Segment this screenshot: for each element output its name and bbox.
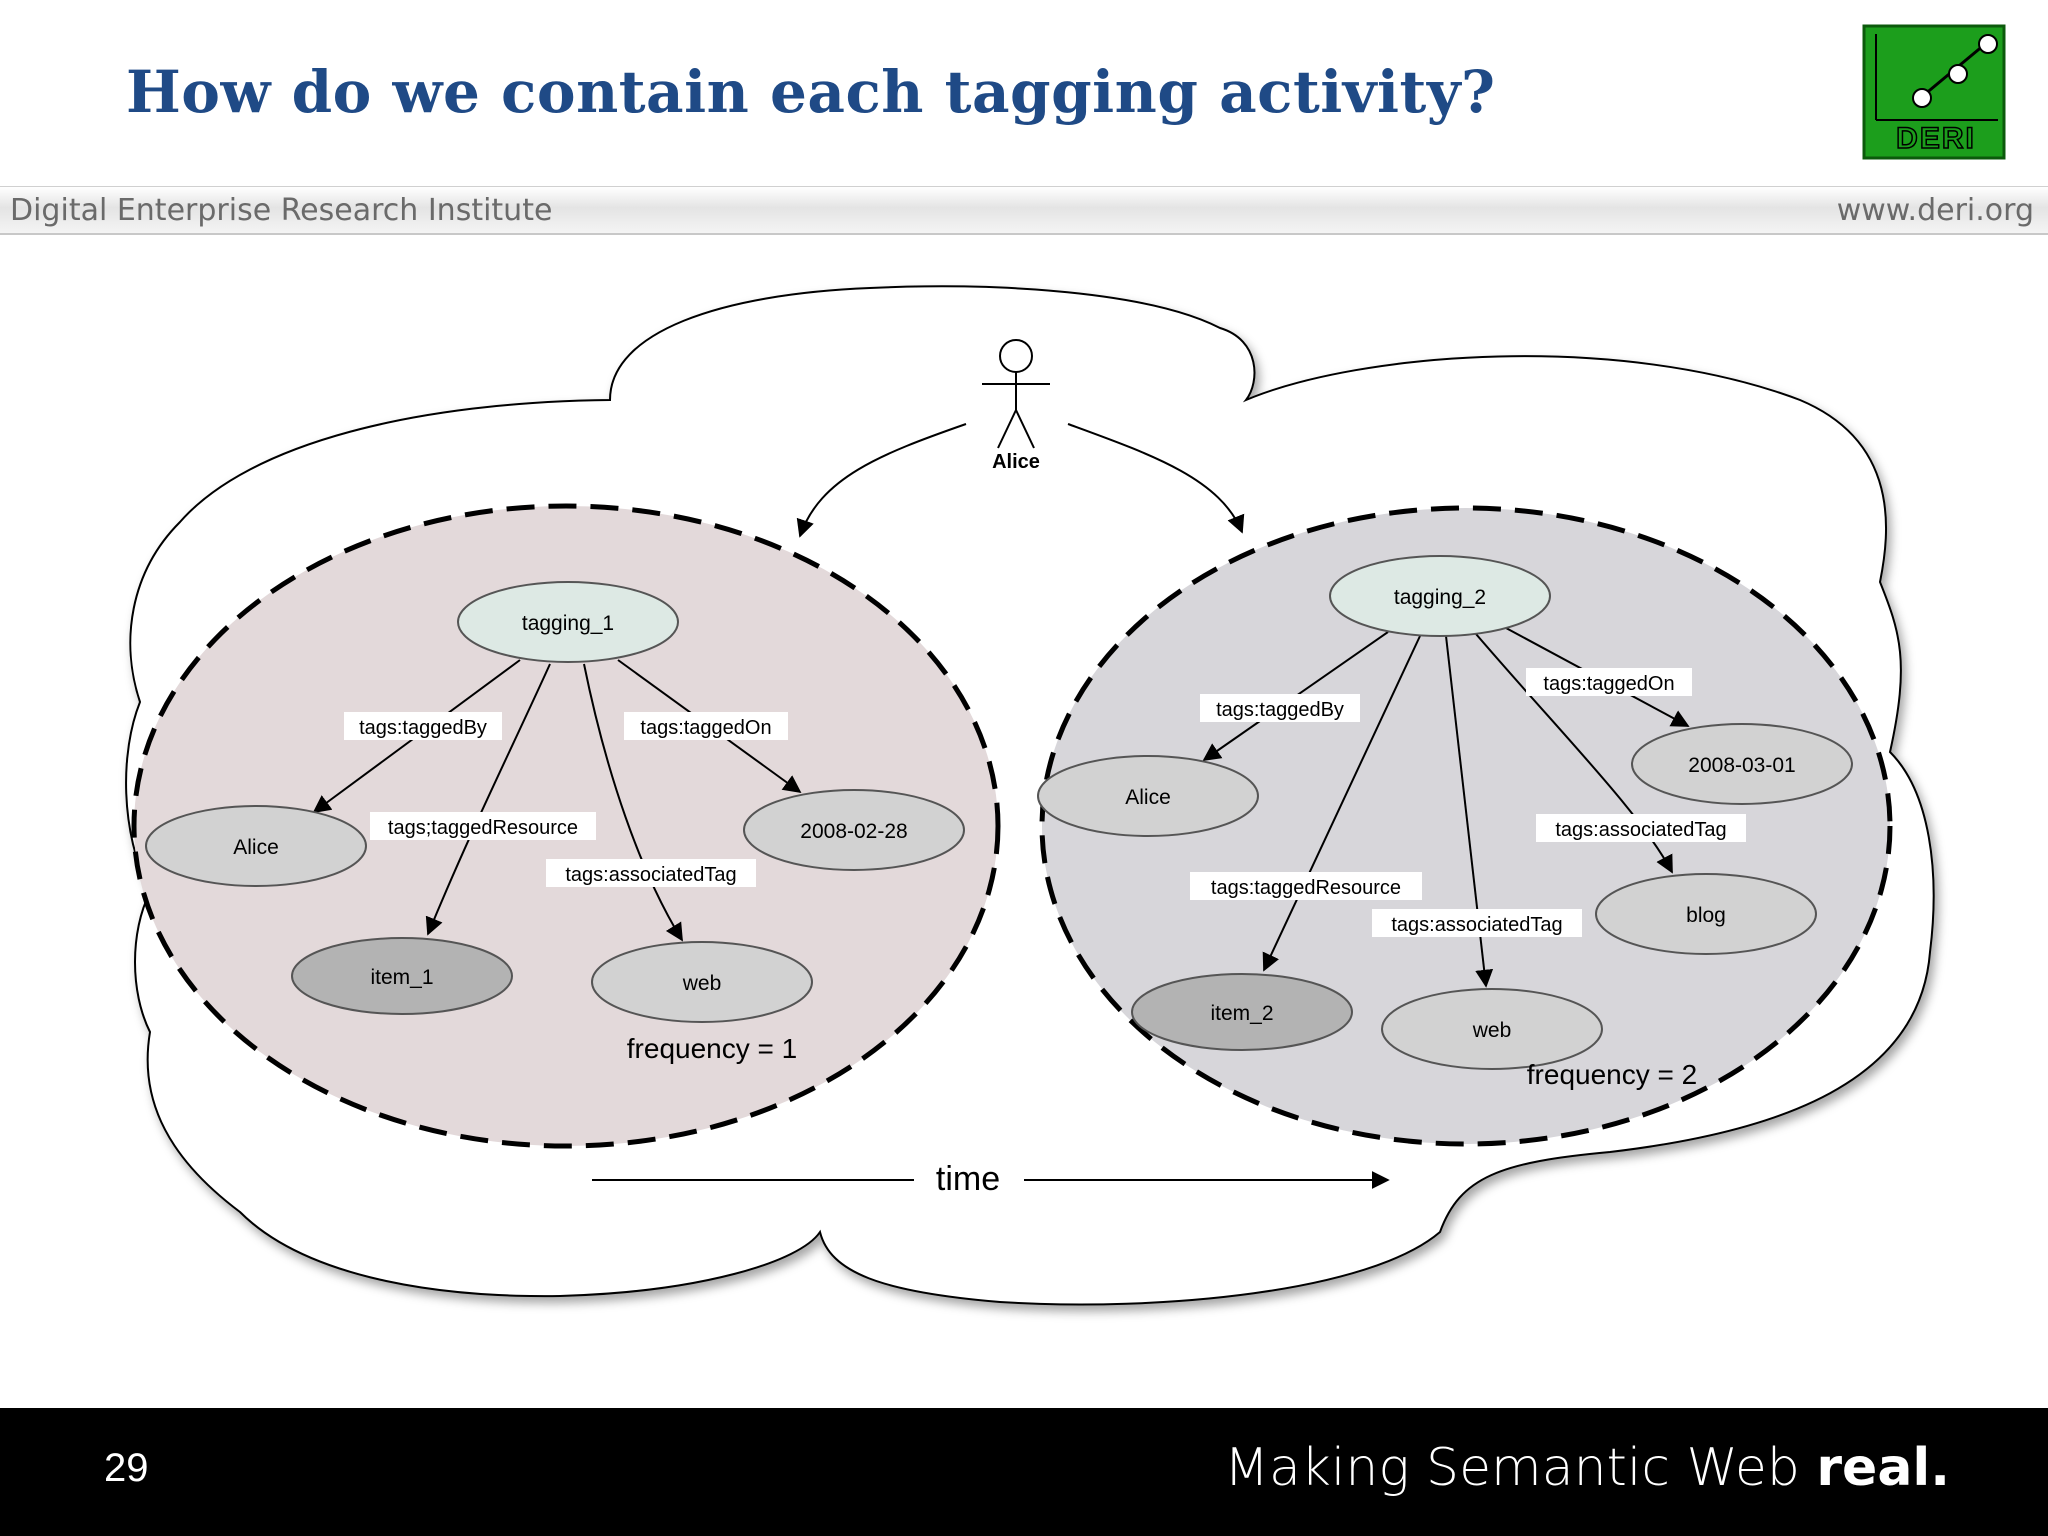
node-right-blog: [1595, 873, 1817, 955]
node-left-alice-label: Alice: [233, 836, 279, 859]
label-right-tagged-by: tags:taggedBy: [1216, 699, 1344, 721]
logo-text: DERI: [1896, 122, 1976, 155]
tagline-main: Making Semantic Web: [1224, 1438, 1800, 1498]
node-left-alice: [145, 805, 367, 887]
node-right-alice-label: Alice: [1125, 786, 1171, 809]
edge-right-tagged-resource: [1262, 635, 1421, 972]
node-right-web: [1381, 988, 1603, 1070]
actor-arrow-left: [796, 423, 967, 538]
label-left-tagged-resource: tags;taggedResource: [388, 817, 578, 839]
tagline-bold: real.: [1816, 1438, 1950, 1498]
node-tagging-2: [1329, 555, 1551, 637]
node-right-date-label: 2008-03-01: [1688, 754, 1795, 777]
label-right-associated-tag-blog: tags:associatedTag: [1555, 819, 1726, 841]
edge-right-associated-tag-blog: [1475, 633, 1673, 874]
node-tagging-1: [457, 581, 679, 663]
actor-arrow-right: [1067, 423, 1245, 534]
label-right-tagged-resource: tags:taggedResource: [1211, 877, 1401, 899]
org-url: www.deri.org: [1836, 193, 2034, 228]
alice-actor-icon: [982, 339, 1050, 449]
label-left-tagged-by: tags:taggedBy: [359, 717, 487, 739]
tagline: Making Semantic Web real.: [1224, 1438, 1950, 1498]
node-left-web-label: web: [682, 972, 722, 995]
node-tagging-2-label: tagging_2: [1394, 586, 1486, 609]
node-item-2: [1131, 973, 1353, 1051]
node-item-1: [291, 937, 513, 1015]
footer-bar: 29 Making Semantic Web real.: [0, 1408, 2048, 1536]
time-label: time: [936, 1160, 1000, 1198]
edge-left-associated-tag: [583, 663, 683, 942]
deri-logo: DERI: [1862, 24, 2006, 160]
label-right-tagged-on: tags:taggedOn: [1543, 673, 1674, 695]
label-right-associated-tag-web: tags:associatedTag: [1391, 914, 1562, 936]
left-frequency: frequency = 1: [627, 1033, 797, 1064]
node-item-1-label: item_1: [370, 966, 433, 989]
org-name: Digital Enterprise Research Institute: [10, 193, 553, 228]
label-left-tagged-on: tags:taggedOn: [640, 717, 771, 739]
right-frequency: frequency = 2: [1527, 1059, 1697, 1090]
node-left-web: [591, 941, 813, 1023]
node-right-blog-label: blog: [1686, 904, 1726, 927]
actor-label: Alice: [992, 451, 1040, 473]
node-item-2-label: item_2: [1210, 1002, 1273, 1025]
node-right-web-label: web: [1472, 1019, 1512, 1042]
node-right-alice: [1037, 755, 1259, 837]
node-left-date: [743, 789, 965, 871]
edge-left-tagged-resource: [425, 663, 551, 936]
label-left-associated-tag: tags:associatedTag: [565, 864, 736, 886]
tagging-diagram: Alice tagging_1 Alice 2008-02-28 item_1 …: [125, 285, 1935, 1306]
node-left-date-label: 2008-02-28: [800, 820, 907, 843]
slide-title: How do we contain each tagging activity?: [126, 58, 1496, 126]
node-tagging-1-label: tagging_1: [522, 612, 614, 635]
page-number: 29: [104, 1446, 149, 1490]
header-band: Digital Enterprise Research Institute ww…: [0, 186, 2048, 235]
node-right-date: [1631, 723, 1853, 805]
